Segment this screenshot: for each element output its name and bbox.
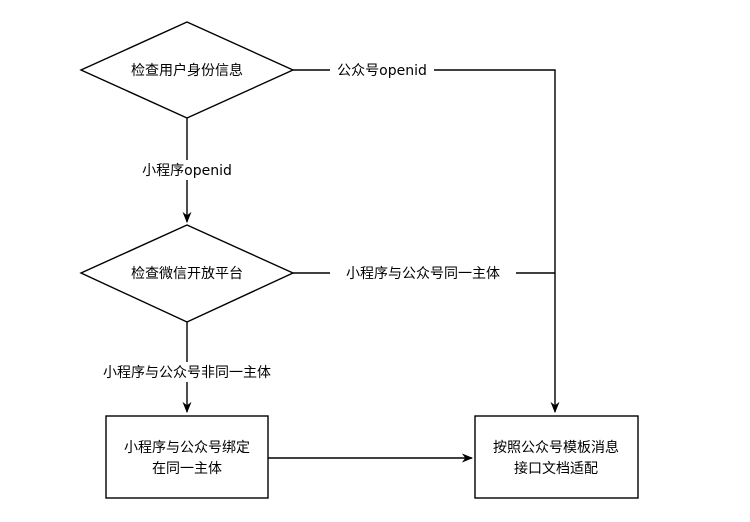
- edge-labels: 公众号openid 小程序openid 小程序与公众号同一主体 小程序与公众号非…: [87, 60, 516, 382]
- decision-check-user-label: 检查用户身份信息: [131, 62, 243, 79]
- process-bind-line1: 小程序与公众号绑定: [124, 440, 250, 456]
- nodes: 检查用户身份信息 检查微信开放平台 小程序与公众号绑定 在同一主体 按照公众号模…: [79, 21, 639, 499]
- process-bind-box: [105, 415, 269, 499]
- process-adapt-line2: 接口文档适配: [514, 460, 598, 477]
- edge-label-mp-openid: 公众号openid: [337, 63, 427, 79]
- label-bg-mini-openid: [131, 160, 243, 180]
- label-bg-mp-openid: [330, 60, 434, 80]
- process-adapt-line1: 按照公众号模板消息: [493, 439, 619, 456]
- edge-label-same-subject: 小程序与公众号同一主体: [346, 266, 500, 282]
- decision-check-wechat: [79, 224, 295, 323]
- process-bind-line2: 在同一主体: [152, 461, 222, 477]
- label-bg-same-subject: [330, 263, 516, 283]
- decision-check-user: [79, 21, 295, 119]
- label-bg-not-same-subject: [87, 362, 287, 382]
- edge-mp-openid: [293, 69, 560, 414]
- process-adapt-box: [474, 415, 639, 499]
- edge-label-mini-openid: 小程序openid: [142, 163, 232, 179]
- edge-label-not-same-subject: 小程序与公众号非同一主体: [103, 365, 271, 381]
- decision-check-wechat-label: 检查微信开放平台: [131, 266, 243, 282]
